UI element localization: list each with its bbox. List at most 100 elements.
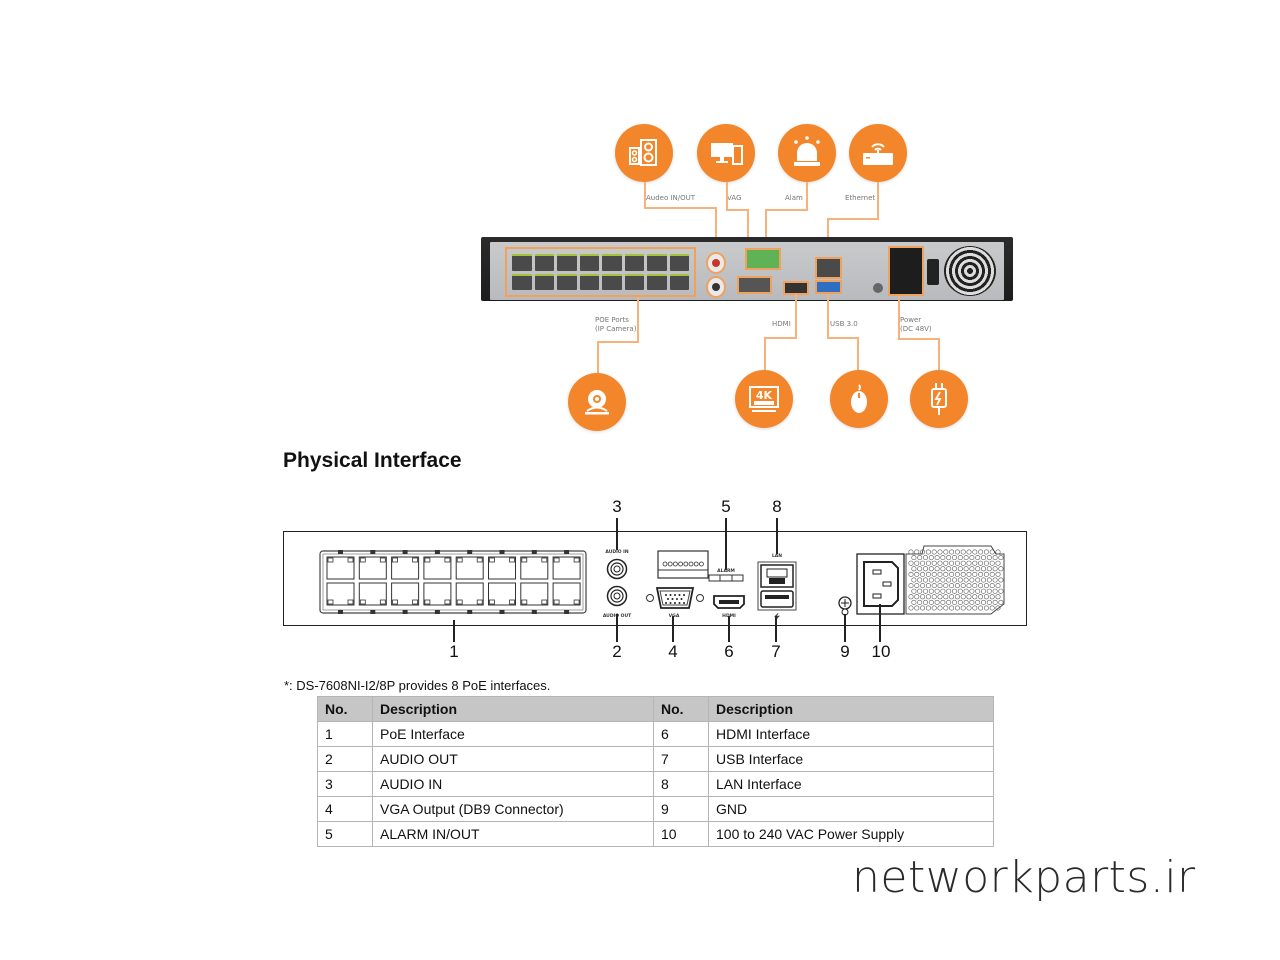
leader-line bbox=[597, 341, 639, 343]
leader-line bbox=[857, 337, 859, 371]
rj45-port bbox=[358, 556, 387, 580]
router-icon bbox=[863, 143, 893, 165]
cell-no: 3 bbox=[317, 771, 373, 797]
callout-number-9: 9 bbox=[840, 642, 850, 661]
callout-alarm bbox=[778, 124, 836, 182]
callout-line bbox=[776, 518, 778, 554]
label-ethernet: Ethernet bbox=[845, 194, 876, 202]
label-usb: USB 3.0 bbox=[830, 320, 858, 328]
rj45-port bbox=[520, 582, 549, 606]
header-no-right: No. bbox=[653, 696, 709, 722]
leader-line bbox=[938, 338, 940, 372]
callout-line bbox=[844, 614, 846, 642]
cell-description: LAN Interface bbox=[708, 771, 994, 797]
cell-description: PoE Interface bbox=[372, 721, 654, 747]
leader-line bbox=[898, 296, 900, 339]
table-row: 2 AUDIO OUT 7 USB Interface bbox=[317, 746, 994, 772]
camera-icon bbox=[585, 390, 609, 415]
label-poe: POE Ports (IP Camera) bbox=[595, 316, 636, 334]
usb-port bbox=[815, 280, 842, 294]
alarm-terminal bbox=[745, 248, 781, 270]
alarm-connector bbox=[708, 574, 744, 582]
callout-usb bbox=[830, 370, 888, 428]
callout-hdmi: 4K bbox=[735, 370, 793, 428]
callout-poe bbox=[568, 373, 626, 431]
power-plug-icon bbox=[931, 383, 947, 415]
callout-number-3: 3 bbox=[612, 497, 622, 516]
callout-number-2: 2 bbox=[612, 642, 622, 661]
label-alarm: ALARM bbox=[717, 569, 735, 574]
header-description-left: Description bbox=[372, 696, 654, 722]
label-hdmi: HDMI bbox=[772, 320, 791, 328]
label-audio-in: AUDIO IN bbox=[605, 550, 629, 555]
4k-display-icon: 4K bbox=[749, 386, 779, 412]
lan-port bbox=[815, 257, 842, 279]
leader-line bbox=[726, 209, 748, 211]
mouse-icon bbox=[851, 384, 867, 413]
cell-description: HDMI Interface bbox=[708, 721, 994, 747]
cell-no: 2 bbox=[317, 746, 373, 772]
svg-text:4K: 4K bbox=[756, 389, 773, 402]
leader-line bbox=[764, 337, 797, 339]
header-description-right: Description bbox=[708, 696, 994, 722]
iec-c14-inlet bbox=[863, 561, 899, 607]
rj45-port bbox=[423, 556, 452, 580]
cell-no: 4 bbox=[317, 796, 373, 822]
label-vga: VGA bbox=[668, 614, 680, 619]
leader-line bbox=[765, 209, 767, 249]
callout-audio bbox=[615, 124, 673, 182]
cell-no: 7 bbox=[653, 746, 709, 772]
poe-ports-block bbox=[505, 247, 696, 297]
callout-line bbox=[775, 616, 777, 642]
watermark-logo: networkparts.ir bbox=[852, 852, 1196, 903]
rj45-port bbox=[455, 582, 484, 606]
label-poe-line2: (IP Camera) bbox=[595, 325, 637, 333]
monitor-icon bbox=[711, 143, 743, 165]
leader-line bbox=[644, 182, 646, 208]
cell-no: 5 bbox=[317, 821, 373, 847]
leader-line bbox=[827, 294, 829, 338]
label-audio: Audeo IN/OUT bbox=[646, 194, 696, 202]
rj45-port bbox=[391, 582, 420, 606]
interface-table: No. Description No. Description 1 PoE In… bbox=[317, 696, 994, 847]
hdmi-port bbox=[713, 595, 745, 609]
callout-line bbox=[453, 620, 455, 642]
leader-line bbox=[806, 182, 808, 210]
audio-out-center bbox=[712, 283, 720, 291]
leader-line bbox=[765, 209, 808, 211]
label-poe-line1: POE Ports bbox=[595, 316, 629, 324]
callout-line bbox=[725, 518, 727, 570]
cell-no: 6 bbox=[653, 721, 709, 747]
cell-description: AUDIO IN bbox=[372, 771, 654, 797]
audio-out-jack bbox=[606, 585, 628, 607]
table-row: 4 VGA Output (DB9 Connector) 9 GND bbox=[317, 796, 994, 822]
callout-number-10: 10 bbox=[871, 642, 891, 661]
audio-in-jack bbox=[606, 558, 628, 580]
cell-no: 8 bbox=[653, 771, 709, 797]
cell-no: 10 bbox=[653, 821, 709, 847]
cell-description: GND bbox=[708, 796, 994, 822]
speaker-icon bbox=[629, 139, 657, 166]
vent-grille bbox=[905, 545, 1005, 615]
label-lan: LAN bbox=[771, 554, 783, 559]
rj45-port bbox=[520, 556, 549, 580]
rj45-port bbox=[455, 556, 484, 580]
usb-symbol-icon: ⭍ bbox=[774, 613, 780, 621]
cell-no: 1 bbox=[317, 721, 373, 747]
power-inlet bbox=[888, 246, 924, 296]
callout-number-7: 7 bbox=[771, 642, 781, 661]
cell-no: 9 bbox=[653, 796, 709, 822]
callout-ethernet bbox=[849, 124, 907, 182]
cell-description: ALARM IN/OUT bbox=[372, 821, 654, 847]
power-supply bbox=[856, 545, 1005, 615]
rj45-port bbox=[326, 582, 355, 606]
label-alarm: Alam bbox=[785, 194, 803, 202]
alarm-light-icon bbox=[794, 136, 820, 166]
power-switch bbox=[927, 259, 939, 285]
callout-line bbox=[879, 604, 881, 642]
leader-line bbox=[715, 207, 717, 251]
callout-power bbox=[910, 370, 968, 428]
poe-port-block bbox=[319, 550, 587, 614]
callout-number-8: 8 bbox=[772, 497, 782, 516]
leader-line bbox=[747, 209, 749, 249]
